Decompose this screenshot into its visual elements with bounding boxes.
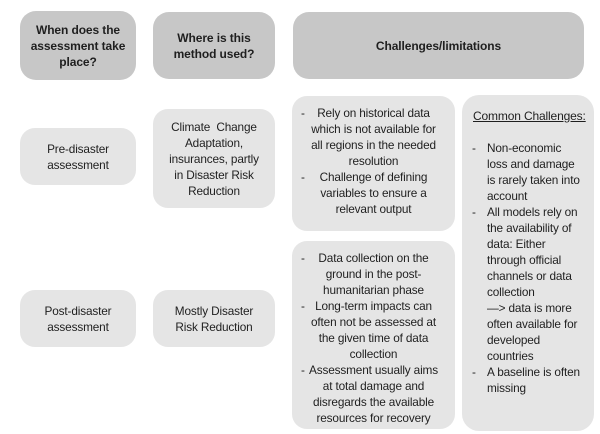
bullet-item: - Rely on historical data which is not a… [292,105,455,169]
header-challenges: Challenges/limitations [293,12,584,79]
bullet-text: A baseline is often missing [487,365,580,395]
bullet-item: - Challenge of defining variables to ens… [292,169,455,217]
cell-post-disaster-usage: Mostly Disaster Risk Reduction [153,290,275,347]
dash-bullet: - [301,363,305,377]
common-challenges-title: Common Challenges: [473,109,586,123]
bullet-item: - Data collection on the ground in the p… [292,250,455,298]
dash-bullet: - [301,299,305,313]
bullet-text: Non-economic loss and damage is rarely t… [487,141,580,203]
post-disaster-label: Post-disaster assessment [44,303,112,334]
header-challenges-label: Challenges/limitations [375,38,502,53]
cell-pre-disaster-assessment: Pre-disaster assessment [20,128,136,185]
pre-disaster-label: Pre-disaster assessment [47,141,109,172]
cell-post-disaster-challenges: - Data collection on the ground in the p… [292,241,455,429]
bullet-text: Challenge of defining variables to ensur… [319,170,428,216]
dash-bullet: - [472,141,476,155]
bullet-text: Data collection on the ground in the pos… [318,251,429,297]
bullet-text: All models rely on the availability of d… [487,205,578,363]
bullet-item: - Non-economic loss and damage is rarely… [470,140,592,204]
bullet-text: Rely on historical data which is not ava… [311,106,436,168]
dash-bullet: - [472,205,476,219]
header-where-used: Where is this method used? [153,12,275,79]
bullet-item: - Assessment usually aims at total damag… [292,362,455,426]
header-when-assessment: When does the assessment take place? [20,11,136,80]
bullet-item: - A baseline is often missing [470,364,592,396]
bullet-item: - Long-term impacts can often not be ass… [292,298,455,362]
cell-common-challenges: Common Challenges: - Non-economic loss a… [462,95,594,431]
bullet-text: Assessment usually aims at total damage … [309,363,438,425]
cell-pre-disaster-challenges: - Rely on historical data which is not a… [292,96,455,231]
cell-pre-disaster-usage: Climate Change Adaptation, insurances, p… [153,109,275,208]
dash-bullet: - [472,365,476,379]
dash-bullet: - [301,170,305,184]
dash-bullet: - [301,106,305,120]
bullet-item: - All models rely on the availability of… [470,204,592,364]
bullet-text: Long-term impacts can often not be asses… [311,299,436,361]
post-disaster-usage-label: Mostly Disaster Risk Reduction [174,303,254,334]
dash-bullet: - [301,251,305,265]
pre-disaster-usage-label: Climate Change Adaptation, insurances, p… [169,119,259,198]
header-where-label: Where is this method used? [173,30,255,61]
cell-post-disaster-assessment: Post-disaster assessment [20,290,136,347]
header-when-label: When does the assessment take place? [30,22,126,69]
